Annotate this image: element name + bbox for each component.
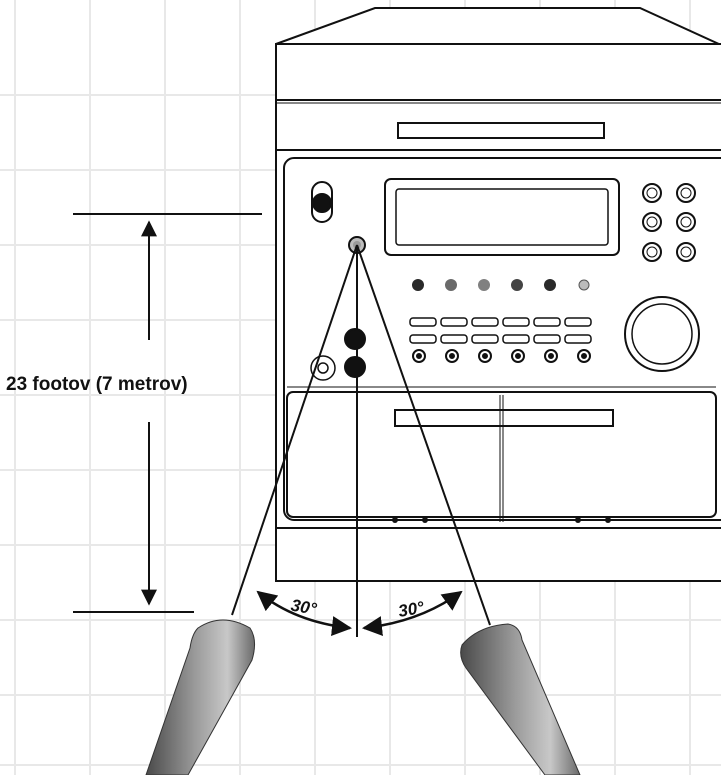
distance-dimension [73,213,262,613]
distance-label: 23 footov (7 metrov) [6,374,188,395]
cone-right-edge [356,244,491,626]
angle-right-label: 30° [397,598,426,621]
cd-slot [397,122,605,139]
unit-lid [275,7,721,46]
indicator-dots [412,279,590,291]
function-buttons [642,183,696,262]
signal-cone [231,244,491,637]
stereo-unit [275,7,721,582]
remote-control-left [145,619,256,775]
cassette-window [394,409,614,427]
angle-arcs [256,590,463,637]
right-angle-arc [362,590,463,637]
left-angle-arc [256,590,352,636]
control-knobs [412,349,591,363]
remote-control-right [460,623,581,775]
preset-buttons [409,317,592,344]
angle-left-label: 30° [289,596,318,619]
cone-left-edge [231,244,358,616]
